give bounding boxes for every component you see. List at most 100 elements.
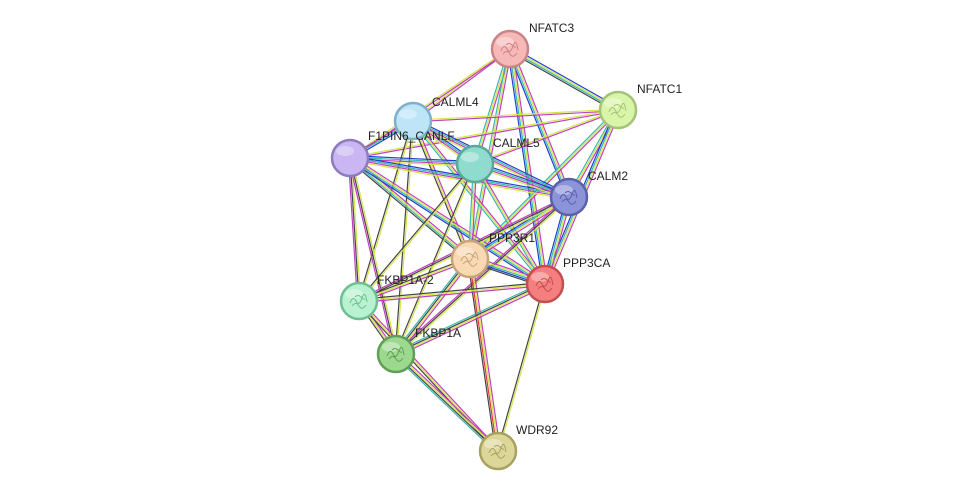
node-label: FKBP1A [415,326,461,340]
protein-structure-icon [535,276,554,292]
edge-evidence-line [358,258,471,302]
edge-evidence-line [412,108,619,121]
node-calm2[interactable]: CALM2 [549,169,628,217]
node-label: PPP3CA [563,256,610,270]
edge-evidence-line [359,163,477,303]
edge-NFATC3-PPP3CA[interactable] [507,48,548,285]
node-nfatc3[interactable]: NFATC3 [490,21,574,69]
edge-evidence-line [358,259,472,304]
node-circle [339,281,379,321]
edge-evidence-line [358,281,546,301]
edge-evidence-line [467,258,497,452]
protein-structure-icon [608,102,627,118]
edge-evidence-line [349,108,619,158]
edge-evidence-line [349,156,476,164]
node-label: CALML4 [432,95,479,109]
node-circle [455,144,495,184]
edge-evidence-line [511,47,572,197]
edge-NFATC3-CALML4[interactable] [411,47,512,123]
edge-NFATC1-F1PIN6_CANLF[interactable] [349,108,619,160]
edge-CALML4-FKBP1A-2[interactable] [357,120,415,302]
edge-evidence-line [359,120,415,302]
edge-evidence-line [510,46,620,109]
edge-F1PIN6_CANLF-FKBP1A-2[interactable] [347,157,362,302]
node-highlight [604,98,622,108]
edge-evidence-line [474,110,619,166]
node-f1pin6_canlf[interactable]: F1PIN6_CANLF [330,129,455,178]
edge-evidence-line [348,47,511,158]
edge-evidence-line [509,49,619,112]
node-highlight [399,109,417,119]
edge-evidence-line [411,47,511,121]
edge-evidence-line [358,284,546,304]
node-label: CALML5 [493,136,540,150]
node-fkbp1a[interactable]: FKBP1A [376,326,461,374]
node-circle [393,101,433,141]
edge-CALML4-PPP3R1[interactable] [410,119,473,261]
edge-evidence-line [472,47,510,165]
node-nfatc1[interactable]: NFATC1 [598,82,682,130]
edge-CALML5-FKBP1A[interactable] [394,163,477,355]
edge-evidence-line [349,155,476,163]
edge-evidence-line [509,47,619,110]
node-calml5[interactable]: CALML5 [455,136,540,184]
node-label: F1PIN6_CANLF [368,129,455,143]
edge-evidence-line [393,256,469,354]
node-highlight [382,342,400,352]
node-highlight [484,439,502,449]
node-circle [598,90,638,130]
edge-evidence-line [347,157,396,355]
protein-structure-icon [488,443,507,459]
node-label: CALM2 [588,169,628,183]
edge-evidence-line [396,197,571,356]
edge-CALML5-FKBP1A-2[interactable] [357,162,477,303]
edge-evidence-line [349,157,360,302]
edge-evidence-line [412,120,546,285]
edge-NFATC1-CALML4[interactable] [412,108,619,123]
edge-evidence-line [396,285,547,357]
node-ppp3ca[interactable]: PPP3CA [525,256,610,304]
protein-structure-icon [559,189,578,205]
edge-PPP3R1-FKBP1A[interactable] [393,256,473,357]
edge-CALML4-PPP3CA[interactable] [411,119,547,286]
edge-evidence-line [357,162,475,302]
node-wdr92[interactable]: WDR92 [478,423,558,471]
node-calml4[interactable]: CALML4 [393,95,479,141]
node-label: PPP3R1 [489,231,535,245]
edge-evidence-line [395,352,500,452]
edge-evidence-line [397,259,473,357]
node-highlight [456,247,474,257]
edge-F1PIN6_CANLF-PPP3CA[interactable] [348,155,547,287]
edge-evidence-line [511,48,548,285]
edge-NFATC3-NFATC1[interactable] [508,46,620,113]
node-highlight [555,185,573,195]
node-circle [376,334,416,374]
edge-evidence-line [396,163,477,355]
edge-PPP3R1-FKBP1A-2[interactable] [357,256,472,304]
edge-evidence-line [348,159,570,200]
edge-evidence-line [347,159,470,262]
edge-F1PIN6_CANLF-FKBP1A[interactable] [347,157,399,355]
edge-NFATC1-CALML5[interactable] [474,108,619,166]
edge-PPP3CA-FKBP1A[interactable] [394,281,547,357]
edge-evidence-line [468,258,498,452]
edge-evidence-line [349,158,570,199]
edge-evidence-line [349,156,570,197]
edge-evidence-line [413,119,547,284]
edge-evidence-line [350,157,399,355]
edge-PPP3CA-WDR92[interactable] [496,283,547,452]
edge-PPP3CA-FKBP1A-2[interactable] [358,281,546,304]
edge-evidence-line [350,155,547,283]
edge-evidence-line [412,49,512,123]
edge-evidence-line [396,258,472,356]
edge-evidence-line [410,121,470,261]
node-highlight [345,289,363,299]
edge-evidence-line [394,353,499,453]
node-fkbp1a-2[interactable]: FKBP1A-2 [339,273,434,321]
node-ppp3r1[interactable]: PPP3R1 [450,231,535,279]
edge-F1PIN6_CANLF-CALM2[interactable] [348,155,571,200]
edge-evidence-line [496,283,545,452]
edge-FKBP1A-WDR92[interactable] [393,351,501,454]
